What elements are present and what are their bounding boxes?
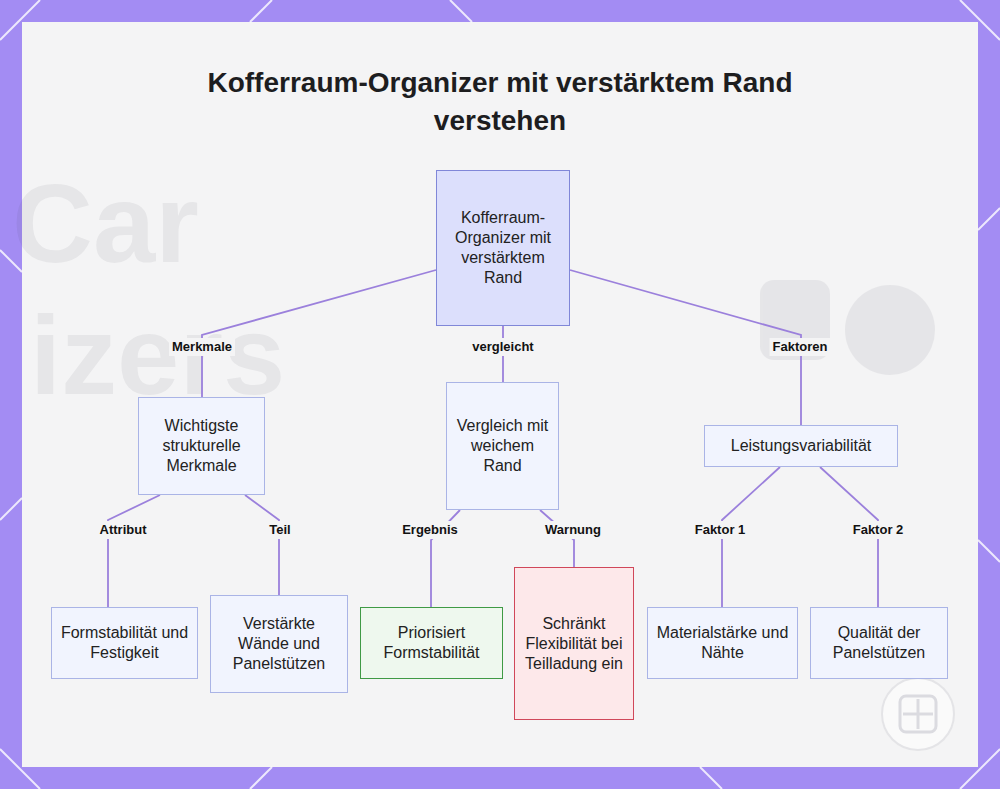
- leaf-box: Verstärkte Wände und Panelstützen: [210, 595, 348, 693]
- node-text: Kofferraum-Organizer mit verstärktem Ran…: [445, 208, 561, 288]
- warning-box: Schränkt Flexibilität bei Teilladung ein: [514, 567, 634, 720]
- edge-label: Faktor 1: [692, 521, 749, 539]
- logo-icon: [882, 678, 954, 750]
- leaf-box: Materialstärke und Nähte: [647, 607, 798, 679]
- node-text: Leistungsvariabilität: [731, 436, 872, 456]
- leaf-box: Qualität der Panelstützen: [810, 607, 948, 679]
- node-text-group: Materialstärke und Nähte: [656, 623, 789, 663]
- connector: [108, 495, 160, 607]
- node-text: Vergleich mit weichem Rand: [455, 416, 550, 476]
- node-text: Verstärkte Wände und Panelstützen: [219, 614, 339, 674]
- connector: [245, 495, 279, 595]
- node-text: Qualität der Panelstützen: [819, 623, 939, 663]
- node-text-group: Schränkt Flexibilität bei Teilladung ein: [523, 614, 625, 674]
- edge-label: Teil: [266, 521, 293, 539]
- node-text: Schränkt Flexibilität bei Teilladung ein: [523, 614, 625, 674]
- leaf-box: Formstabilität und Festigkeit: [51, 607, 198, 679]
- node-text-group: Leistungsvariabilität: [731, 436, 872, 456]
- connector: [570, 270, 801, 425]
- node-text: Wichtigste strukturelle Merkmale: [147, 416, 256, 476]
- node-text-group: Verstärkte Wände und Panelstützen: [219, 614, 339, 674]
- root-box: Kofferraum-Organizer mit verstärktem Ran…: [436, 170, 570, 326]
- node-text: Materialstärke und Nähte: [656, 623, 789, 663]
- category-box: Leistungsvariabilität: [704, 425, 898, 467]
- edge-label: Merkmale: [169, 338, 235, 356]
- edge-label: Faktor 2: [850, 521, 907, 539]
- category-box: Vergleich mit weichem Rand: [446, 382, 559, 510]
- node-text: Priorisiert Formstabilität: [369, 623, 494, 663]
- node-text-group: Priorisiert Formstabilität: [369, 623, 494, 663]
- connector-line: [570, 270, 801, 425]
- edge-label: Ergebnis: [399, 521, 461, 539]
- watermark-text: Car: [12, 168, 199, 280]
- node-text-group: Qualität der Panelstützen: [819, 623, 939, 663]
- node-text-group: Vergleich mit weichem Rand: [455, 416, 550, 476]
- node-text: Formstabilität und Festigkeit: [60, 623, 189, 663]
- edge-label: Attribut: [97, 521, 150, 539]
- diagram-title: Kofferraum-Organizer mit verstärktem Ran…: [150, 64, 850, 140]
- result-box: Priorisiert Formstabilität: [360, 607, 503, 679]
- connector-line: [245, 495, 279, 595]
- edge-label: Faktoren: [770, 338, 831, 356]
- node-text-group: Wichtigste strukturelle Merkmale: [147, 416, 256, 476]
- category-box: Wichtigste strukturelle Merkmale: [138, 397, 265, 495]
- edge-label: Warnung: [542, 521, 604, 539]
- watermark-text: izers: [30, 300, 285, 412]
- node-text-group: Formstabilität und Festigkeit: [60, 623, 189, 663]
- edge-label: vergleicht: [469, 338, 536, 356]
- node-text-group: Kofferraum-Organizer mit verstärktem Ran…: [445, 208, 561, 288]
- connector-line: [108, 495, 160, 607]
